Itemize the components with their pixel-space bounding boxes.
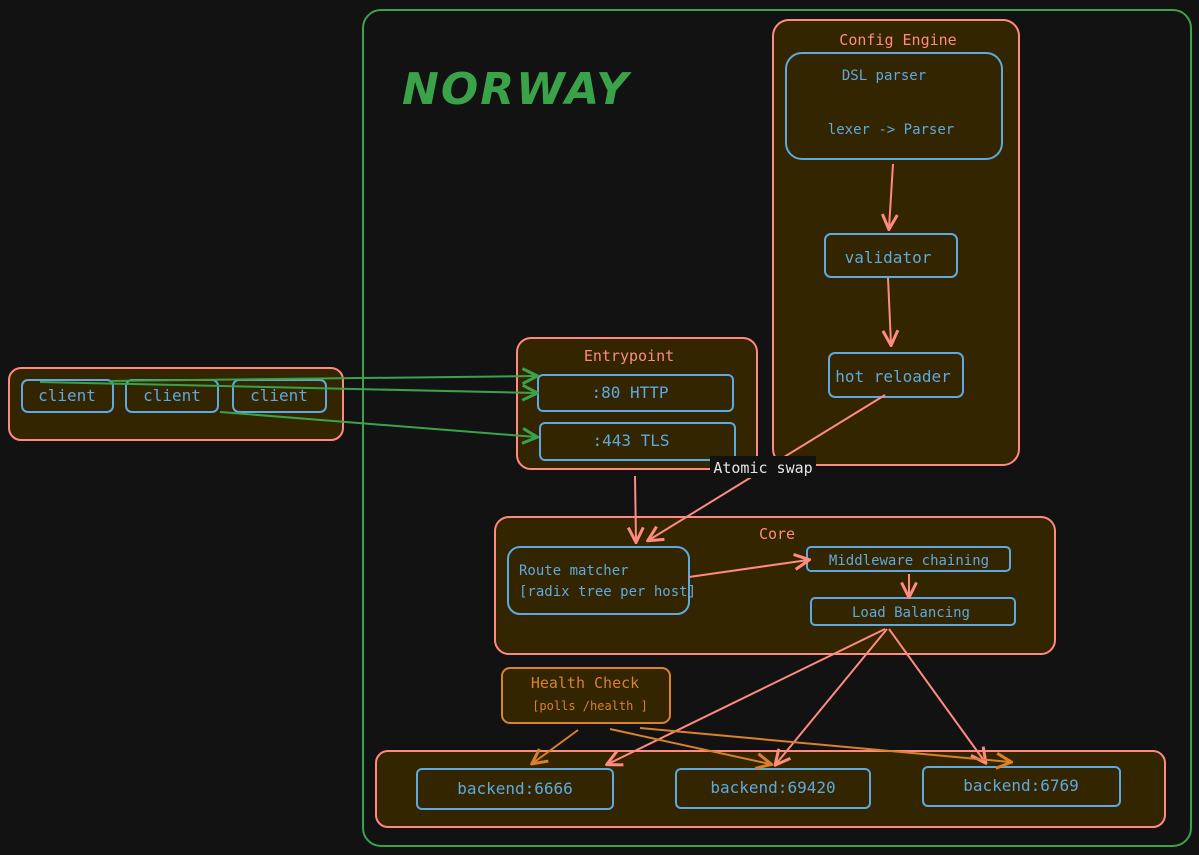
core-group: Core Route matcher [radix tree per host]… [494,516,1056,655]
entrypoint-group: Entrypoint :80 HTTP :443 TLS [516,337,758,470]
backend-label-2: backend:69420 [710,778,835,797]
dsl-parser-box [785,52,1003,160]
arrow-validator-to-reloader [888,277,891,344]
arrow-entrypoint-to-core [635,475,636,541]
arrow-dsl-to-validator [889,163,893,228]
arrow-health-to-backend-3 [639,727,1010,762]
health-check-title: Health Check [531,674,639,692]
atomic-swap-label-bg [710,456,816,478]
http-port-label: :80 HTTP [591,383,668,402]
hot-reloader-label: hot reloader [835,367,951,386]
load-balancing-label: Load Balancing [852,605,970,621]
client-box-1 [21,379,114,413]
atomic-swap-label: Atomic swap [713,459,812,477]
arrow-health-to-backend-1 [533,729,579,763]
tls-port-label: :443 TLS [592,431,669,450]
client-label-1: client [38,386,96,405]
norway-title: NORWAY [402,64,632,115]
hot-reloader-box [828,352,964,398]
backend-box-3 [922,766,1121,807]
arrow-client-to-http-2 [39,381,536,393]
arrow-client-to-http-1 [109,376,536,381]
route-matcher-line2: [radix tree per host] [519,584,696,600]
arrow-lb-to-backend-1 [608,628,886,764]
validator-label: validator [845,248,932,267]
arrow-route-to-middleware [688,560,808,578]
health-check-group: Health Check [polls /health ] [501,667,671,724]
backend-label-1: backend:6666 [457,779,573,798]
client-label-3: client [250,386,308,405]
tls-port-box [539,422,736,461]
route-matcher-line1: Route matcher [519,563,629,579]
core-title: Core [759,525,795,543]
validator-box [824,233,958,278]
backend-box-1 [416,768,614,810]
arrow-health-to-backend-2 [609,728,770,764]
backend-label-3: backend:6769 [963,776,1079,795]
middleware-label: Middleware chaining [829,553,989,569]
norway-boundary [362,9,1192,847]
health-check-box [501,667,671,724]
route-matcher-box [507,546,690,615]
dsl-parser-subtitle: lexer -> Parser [828,122,954,138]
config-engine-group: Config Engine DSL parser lexer -> Parser… [772,19,1020,466]
entrypoint-title: Entrypoint [584,347,674,365]
arrow-lb-to-backend-3 [888,628,985,762]
health-check-subtitle: [polls /health ] [532,699,648,713]
arrow-client-to-tls [219,411,536,437]
client-label-2: client [143,386,201,405]
dsl-parser-title: DSL parser [842,68,926,84]
backends-group: backend:6666 backend:69420 backend:6769 [375,750,1166,828]
config-engine-title: Config Engine [839,31,956,49]
